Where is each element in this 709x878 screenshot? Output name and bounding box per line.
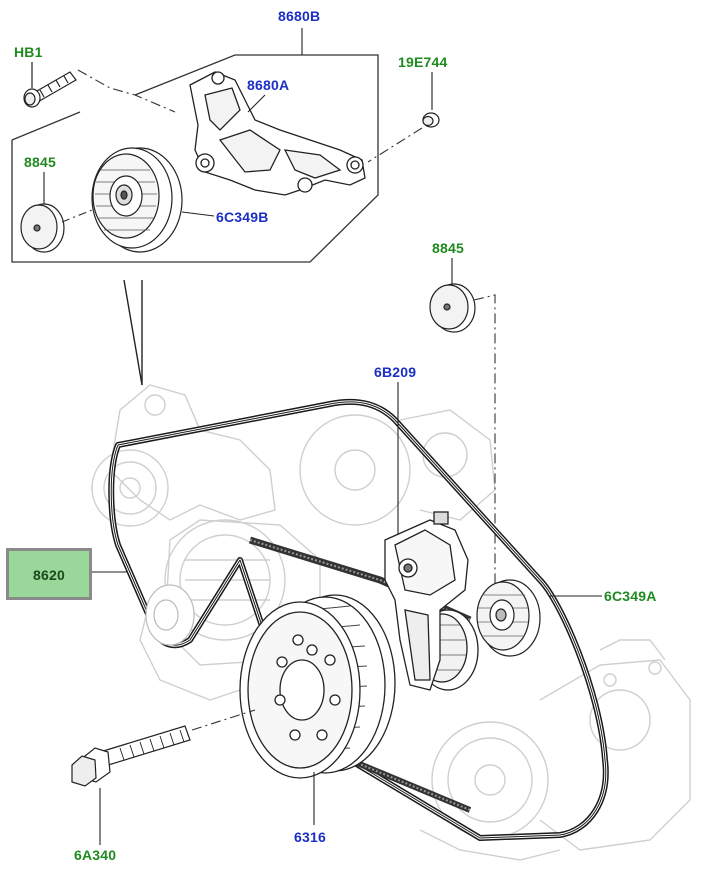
label-19e744[interactable]: 19E744	[398, 54, 448, 70]
bracket-8680a[interactable]	[189, 71, 366, 196]
label-hb1[interactable]: HB1	[14, 44, 43, 60]
6a340-centerline	[191, 709, 256, 731]
hb1-centerline	[77, 69, 176, 113]
selected-part-highlight[interactable]: 8620	[6, 548, 92, 600]
crank-pulley-6316[interactable]	[239, 594, 396, 779]
idler-pulley-6c349a[interactable]	[476, 579, 541, 657]
label-6a340[interactable]: 6A340	[74, 847, 117, 863]
label-8680a[interactable]: 8680A	[247, 77, 290, 93]
dust-cap-8845-top[interactable]	[20, 203, 65, 253]
6c349b-leader	[181, 211, 215, 217]
8845-top-centerline	[61, 209, 93, 223]
label-8845-right[interactable]: 8845	[432, 240, 464, 256]
washer-19e744[interactable]	[422, 112, 440, 128]
dust-cap-8845-right[interactable]	[429, 283, 476, 333]
tensioner-6b209[interactable]	[384, 511, 479, 691]
box-to-engine-leader	[123, 279, 143, 386]
label-8620[interactable]: 8620	[33, 567, 65, 583]
8680a-leader	[247, 94, 266, 113]
8845-right-centerline	[473, 294, 496, 590]
crank-bolt-6a340[interactable]	[71, 725, 191, 787]
label-8845-top[interactable]: 8845	[24, 154, 56, 170]
label-6c349b[interactable]: 6C349B	[216, 209, 269, 225]
19e744-centerline	[367, 127, 423, 163]
label-8680b[interactable]: 8680B	[278, 8, 321, 24]
lower-left-idler-ghost	[145, 584, 195, 646]
label-6316[interactable]: 6316	[294, 829, 326, 845]
label-6b209[interactable]: 6B209	[374, 364, 417, 380]
exploded-view-box	[11, 54, 379, 263]
label-6c349a[interactable]: 6C349A	[604, 588, 657, 604]
idler-pulley-6c349b[interactable]	[91, 147, 183, 253]
engine-ghost-outline	[91, 384, 691, 861]
hb1-bolt[interactable]	[23, 71, 77, 108]
